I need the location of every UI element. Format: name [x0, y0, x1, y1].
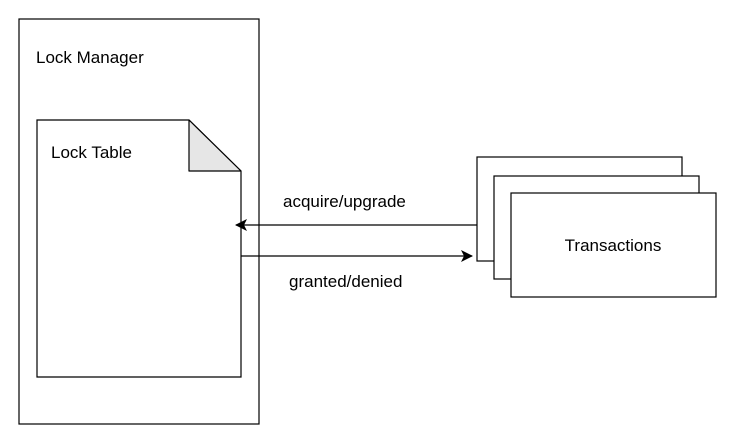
lock-table-label: Lock Table [51, 143, 132, 162]
granted-denied-label: granted/denied [289, 272, 402, 291]
transactions-stack[interactable]: Transactions [476, 156, 717, 298]
lock-manager-label: Lock Manager [36, 48, 144, 67]
transaction-box-front [510, 192, 717, 298]
transactions-label: Transactions [565, 236, 662, 255]
lock-table-folded-corner [188, 119, 242, 172]
acquire-upgrade-label: acquire/upgrade [283, 192, 406, 211]
lock-table-document[interactable]: Lock Table [36, 119, 242, 378]
